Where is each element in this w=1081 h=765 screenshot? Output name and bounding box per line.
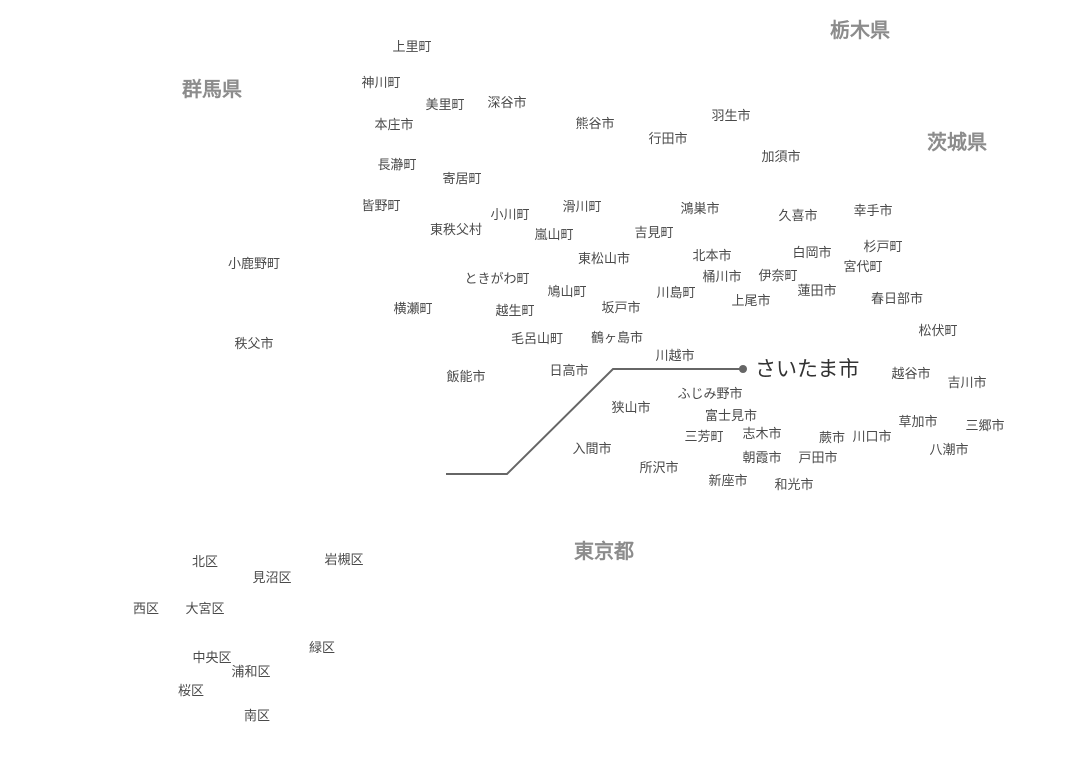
ward-label: 大宮区 — [185, 602, 225, 617]
municipality-label: 秩父市 — [234, 337, 274, 352]
municipality-label: 富士見市 — [704, 409, 758, 424]
municipality-label: 桶川市 — [702, 270, 742, 285]
municipality-label: 行田市 — [648, 132, 688, 147]
ward-label: 桜区 — [177, 684, 205, 699]
municipality-label: 上里町 — [392, 40, 432, 55]
saitama-point-marker — [739, 365, 747, 373]
municipality-label: 宮代町 — [843, 260, 883, 275]
municipality-label: 小川町 — [490, 208, 530, 223]
municipality-label: 小鹿野町 — [227, 257, 281, 272]
municipality-label: 草加市 — [898, 415, 938, 430]
municipality-label: 戸田市 — [798, 451, 838, 466]
municipality-label: 伊奈町 — [758, 269, 798, 284]
municipality-label: 神川町 — [361, 76, 401, 91]
municipality-label: 鴻巣市 — [680, 202, 720, 217]
municipality-label: 毛呂山町 — [510, 332, 564, 347]
ward-label: 中央区 — [192, 651, 232, 666]
municipality-label: 三郷市 — [965, 419, 1005, 434]
municipality-label: 八潮市 — [929, 443, 969, 458]
prefecture-label-gunma: 群馬県 — [182, 77, 242, 101]
prefecture-label-tokyo: 東京都 — [574, 539, 634, 563]
ward-label: 西区 — [132, 602, 160, 617]
municipality-label: 東秩父村 — [429, 223, 483, 238]
municipality-label: 所沢市 — [639, 461, 679, 476]
municipality-label: 越生町 — [495, 304, 535, 319]
municipality-label: 志木市 — [742, 427, 782, 442]
municipality-label: 鳩山町 — [547, 285, 587, 300]
municipality-label: 嵐山町 — [534, 228, 574, 243]
municipality-label: 上尾市 — [731, 294, 771, 309]
municipality-label: 春日部市 — [870, 292, 924, 307]
ward-label: 見沼区 — [252, 571, 292, 586]
municipality-label: 入間市 — [572, 442, 612, 457]
municipality-label: 吉見町 — [634, 226, 674, 241]
municipality-label: 和光市 — [774, 478, 814, 493]
ward-label: 北区 — [191, 555, 219, 570]
municipality-label: 川口市 — [852, 430, 892, 445]
municipality-label: 寄居町 — [442, 172, 482, 187]
municipality-label: 吉川市 — [947, 376, 987, 391]
municipality-label: 蕨市 — [818, 431, 846, 446]
municipality-label: 羽生市 — [711, 109, 751, 124]
municipality-label: 本庄市 — [374, 118, 414, 133]
municipality-label: ふじみ野市 — [677, 387, 743, 402]
ward-label: 岩槻区 — [324, 553, 364, 568]
prefecture-label-ibaraki: 茨城県 — [927, 130, 987, 154]
ward-label: 浦和区 — [231, 665, 271, 680]
municipality-label: 久喜市 — [778, 209, 818, 224]
municipality-label: 長瀞町 — [377, 158, 417, 173]
municipality-label: 越谷市 — [891, 367, 931, 382]
municipality-label: 滑川町 — [562, 200, 602, 215]
municipality-label: 坂戸市 — [601, 301, 641, 316]
municipality-label: 幸手市 — [853, 204, 893, 219]
ward-label: 緑区 — [308, 641, 336, 656]
municipality-label: 横瀬町 — [393, 302, 433, 317]
municipality-label: 狭山市 — [611, 401, 651, 416]
municipality-label: ときがわ町 — [464, 272, 530, 287]
municipality-label: 蓮田市 — [797, 284, 837, 299]
municipality-label: 飯能市 — [446, 370, 486, 385]
municipality-label: 日高市 — [549, 364, 589, 379]
ward-label: 南区 — [243, 709, 271, 724]
municipality-label: 川越市 — [655, 349, 695, 364]
highlight-label-saitama: さいたま市 — [755, 357, 860, 381]
municipality-label: 川島町 — [656, 286, 696, 301]
prefecture-label-tochigi: 栃木県 — [830, 18, 890, 42]
municipality-label: 新座市 — [708, 474, 748, 489]
municipality-label: 朝霞市 — [742, 451, 782, 466]
municipality-label: 北本市 — [692, 249, 732, 264]
municipality-label: 加須市 — [761, 150, 801, 165]
municipality-label: 美里町 — [425, 98, 465, 113]
municipality-label: 熊谷市 — [575, 117, 615, 132]
municipality-label: 白岡市 — [792, 246, 832, 261]
municipality-label: 皆野町 — [361, 199, 401, 214]
municipality-label: 東松山市 — [577, 252, 631, 267]
municipality-label: 鶴ヶ島市 — [590, 331, 644, 346]
municipality-label: 杉戸町 — [863, 240, 903, 255]
municipality-label: 深谷市 — [487, 96, 527, 111]
municipality-label: 松伏町 — [918, 324, 958, 339]
municipality-label: 三芳町 — [684, 430, 724, 445]
